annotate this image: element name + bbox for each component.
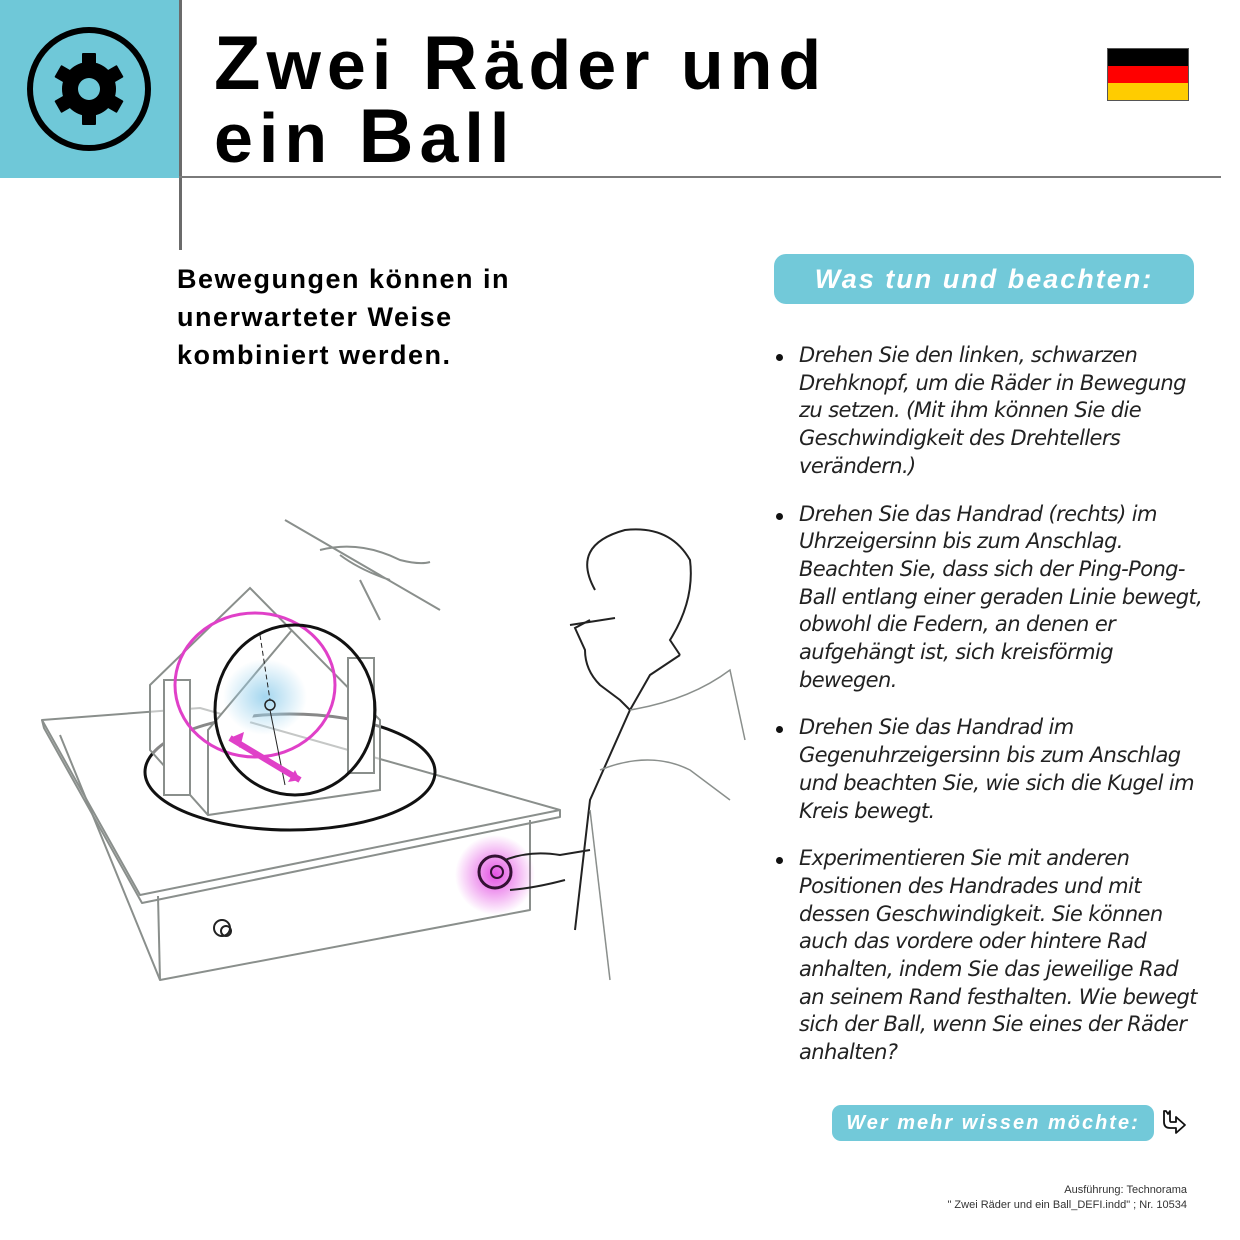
pink-wheel: [173, 611, 337, 759]
black-wheel: [213, 623, 377, 797]
header-horizontal-divider: [179, 176, 1221, 178]
page-title: Zwei Räder und ein Ball: [214, 21, 828, 179]
visitor-figure: [504, 528, 692, 931]
header-vertical-divider: [179, 0, 182, 250]
gear-icon: [27, 27, 151, 151]
subtitle: Bewegungen können in unerwarteter Weise …: [177, 264, 511, 370]
flag-stripe-red: [1108, 65, 1188, 83]
header-accent-block: [0, 0, 179, 178]
instructions-list: Drehen Sie den linken, schwarzen Drehkno…: [774, 342, 1204, 1087]
bullet-icon: [776, 726, 783, 734]
bullet-icon: [776, 857, 783, 865]
list-item: Drehen Sie den linken, schwarzen Drehkno…: [774, 342, 1204, 481]
handwheel-glow: [455, 835, 535, 915]
list-item: Drehen Sie das Handrad (rechts) im Uhrze…: [774, 501, 1204, 695]
more-info-button[interactable]: Wer mehr wissen möchte:: [832, 1105, 1154, 1141]
ping-pong-ball-glow: [223, 659, 307, 735]
exhibit-illustration: [41, 519, 746, 981]
flag-stripe-gold: [1108, 82, 1188, 100]
top-hand: [284, 519, 441, 621]
title-line-2: ein Ball: [214, 94, 516, 179]
flag-stripe-black: [1108, 49, 1188, 66]
list-item: Experimentieren Sie mit anderen Position…: [774, 845, 1204, 1067]
turn-arrow-icon[interactable]: [1160, 1108, 1188, 1138]
handwheel: [477, 854, 513, 890]
instructions-heading: Was tun und beachten:: [774, 254, 1194, 304]
bullet-icon: [776, 512, 783, 520]
motion-arrow: [228, 735, 302, 783]
list-item: Drehen Sie das Handrad im Gegenuhrzeiger…: [774, 714, 1204, 825]
germany-flag-icon[interactable]: [1107, 48, 1189, 101]
footer-credits: Ausführung: Technorama " Zwei Räder und …: [947, 1184, 1187, 1211]
bullet-icon: [776, 354, 783, 361]
title-line-1: Zwei Räder und: [214, 21, 828, 106]
